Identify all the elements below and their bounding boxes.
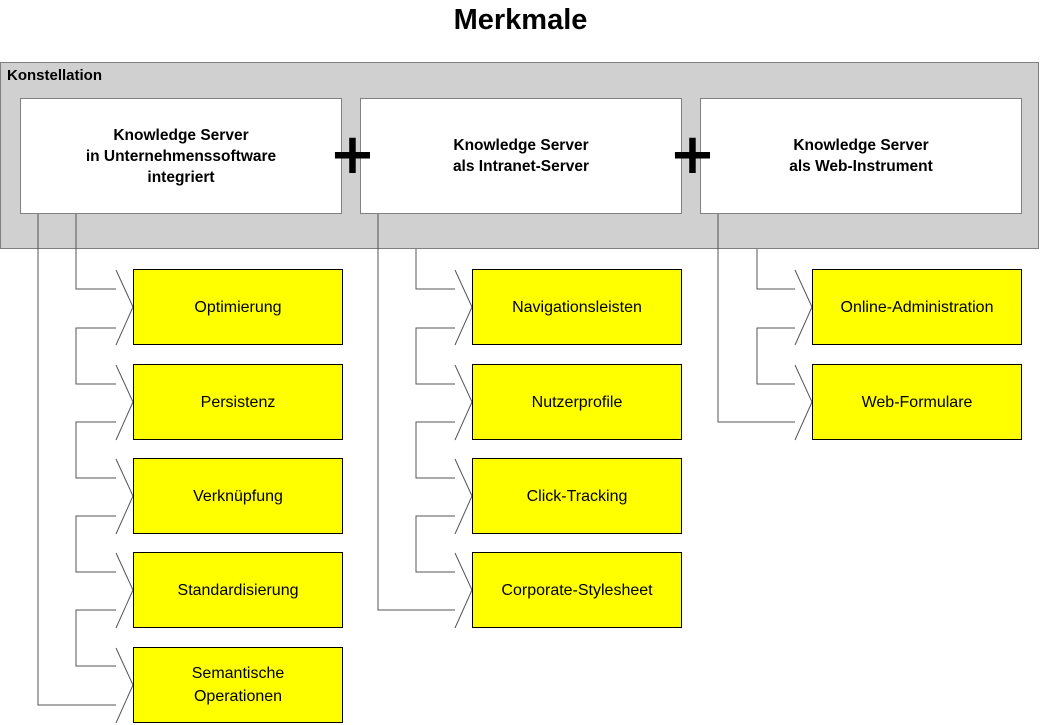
feature-optimierung: Optimierung: [133, 269, 343, 345]
server-box-web: Knowledge Server als Web-Instrument: [700, 98, 1022, 214]
feature-persistenz: Persistenz: [133, 364, 343, 440]
feature-verknuepfung: Verknüpfung: [133, 458, 343, 534]
feature-navigationsleisten: Navigationsleisten: [472, 269, 682, 345]
feature-semantische-operationen: Semantische Operationen: [133, 647, 343, 723]
diagram-title: Merkmale: [453, 4, 588, 36]
feature-nutzerprofile: Nutzerprofile: [472, 364, 682, 440]
konstellation-label: Konstellation: [7, 67, 103, 84]
feature-web-formulare: Web-Formulare: [812, 364, 1022, 440]
feature-click-tracking: Click-Tracking: [472, 458, 682, 534]
feature-standardisierung: Standardisierung: [133, 552, 343, 628]
feature-online-administration: Online-Administration: [812, 269, 1022, 345]
plus-connector: +: [329, 122, 376, 187]
feature-corporate-stylesheet: Corporate-Stylesheet: [472, 552, 682, 628]
plus-connector: +: [669, 122, 716, 187]
server-box-intranet: Knowledge Server als Intranet-Server: [360, 98, 682, 214]
server-box-unternehmenssoftware: Knowledge Server in Unternehmenssoftware…: [20, 98, 342, 214]
